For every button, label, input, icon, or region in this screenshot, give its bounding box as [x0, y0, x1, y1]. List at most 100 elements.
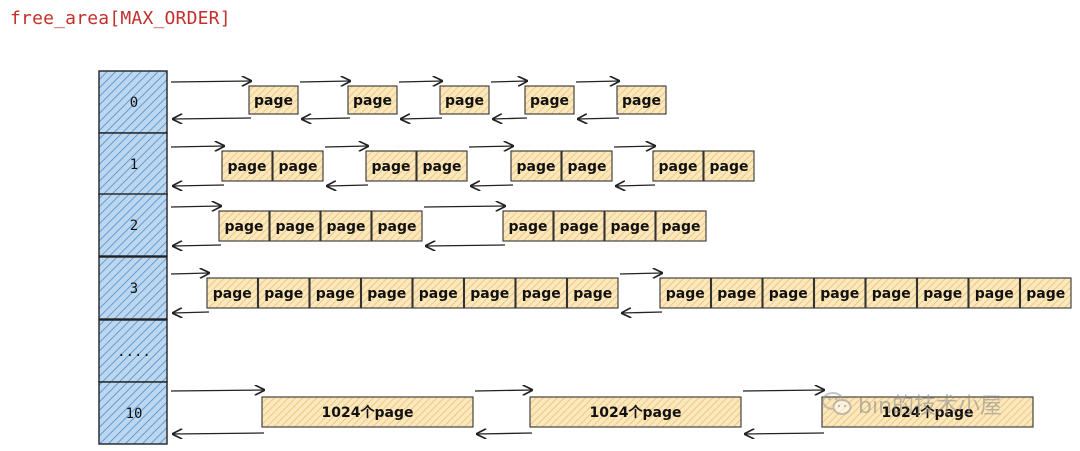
prev-arrow: [578, 118, 620, 119]
next-arrow: [324, 146, 368, 147]
prev-arrow: [471, 185, 514, 186]
next-arrow: [170, 273, 209, 274]
slot-label: ....: [117, 344, 151, 360]
slot-label: 0: [130, 95, 138, 111]
page-label: page: [264, 286, 303, 302]
page-cell: [412, 277, 465, 309]
next-arrow: [575, 81, 619, 82]
prev-arrow: [173, 118, 252, 119]
page-cell: [371, 210, 423, 242]
page-cell: [710, 277, 763, 309]
page-label: page: [560, 219, 599, 235]
free-area-slot: 2: [98, 193, 168, 257]
page-label: page: [622, 93, 661, 109]
link-arrows: [170, 81, 824, 434]
page-label: page: [568, 159, 607, 175]
page-cell: [206, 277, 259, 309]
page-cell: [813, 277, 866, 309]
next-arrow: [398, 81, 442, 82]
prev-arrow: [302, 118, 351, 119]
page-cell: [865, 277, 918, 309]
page-label: page: [611, 219, 650, 235]
page-label: page: [659, 159, 698, 175]
page-cell: [439, 85, 490, 115]
page-label: page: [225, 219, 264, 235]
free-area-slot: 10: [98, 381, 168, 445]
page-label: page: [378, 219, 417, 235]
page-block: page: [439, 85, 490, 115]
prev-arrow: [616, 185, 656, 186]
page-block: page page page page: [502, 210, 707, 242]
page-block: page page: [221, 150, 324, 182]
page-block: page: [616, 85, 667, 115]
page-label: page: [662, 219, 701, 235]
prev-arrow: [477, 433, 533, 434]
page-label: page: [872, 286, 911, 302]
page-label: page: [419, 286, 458, 302]
page-cell: [561, 150, 613, 182]
page-label: page: [573, 286, 612, 302]
page-label: page: [279, 159, 318, 175]
page-label: 1024个page: [322, 404, 414, 421]
page-label: page: [509, 219, 548, 235]
prev-arrow: [173, 312, 210, 313]
page-cell: [360, 277, 413, 309]
page-label: page: [517, 159, 556, 175]
slot-label: 10: [126, 406, 143, 422]
page-label: 1024个page: [882, 404, 974, 421]
page-label: page: [975, 286, 1014, 302]
page-label: page: [254, 93, 293, 109]
page-cell: [762, 277, 815, 309]
page-label: page: [1026, 286, 1065, 302]
page-block: 1024个page: [261, 396, 474, 428]
page-label: page: [717, 286, 756, 302]
page-cell: [347, 85, 398, 115]
page-cell: [652, 150, 704, 182]
prev-arrow: [173, 185, 225, 186]
next-arrow: [619, 273, 662, 274]
page-cell: [248, 85, 299, 115]
prev-arrow: [622, 312, 663, 313]
page-block: page page: [510, 150, 613, 182]
page-block: page: [524, 85, 575, 115]
prev-arrow: [401, 118, 443, 119]
prev-arrow: [327, 185, 369, 186]
page-label: page: [522, 286, 561, 302]
next-arrow: [468, 146, 513, 147]
page-block: page: [347, 85, 398, 115]
free-area-slot: 0: [98, 70, 168, 134]
next-arrow: [474, 390, 532, 391]
slot-label: 3: [130, 281, 138, 297]
page-block: 1024个page: [821, 396, 1034, 428]
page-cell: [553, 210, 605, 242]
page-label: page: [923, 286, 962, 302]
page-label: page: [213, 286, 252, 302]
page-label: page: [327, 219, 366, 235]
free-area-slot: ....: [98, 319, 168, 383]
page-cell: [502, 210, 554, 242]
page-label: page: [228, 159, 267, 175]
page-cell: [655, 210, 707, 242]
page-cell: [515, 277, 568, 309]
page-block: page: [248, 85, 299, 115]
next-arrow: [170, 390, 264, 391]
page-cell: [821, 396, 1034, 428]
page-cell: [463, 277, 516, 309]
diagram-title: free_area[MAX_ORDER]: [10, 8, 231, 29]
page-cell: [261, 396, 474, 428]
next-arrow: [613, 146, 655, 147]
prev-arrow: [426, 245, 506, 246]
page-cell: [524, 85, 575, 115]
page-cell: [269, 210, 321, 242]
page-block: 1024个page: [529, 396, 742, 428]
next-arrow: [170, 81, 251, 82]
page-cell: [416, 150, 468, 182]
page-cell: [221, 150, 273, 182]
page-label: page: [666, 286, 705, 302]
page-cell: [659, 277, 712, 309]
page-cell: [616, 85, 667, 115]
